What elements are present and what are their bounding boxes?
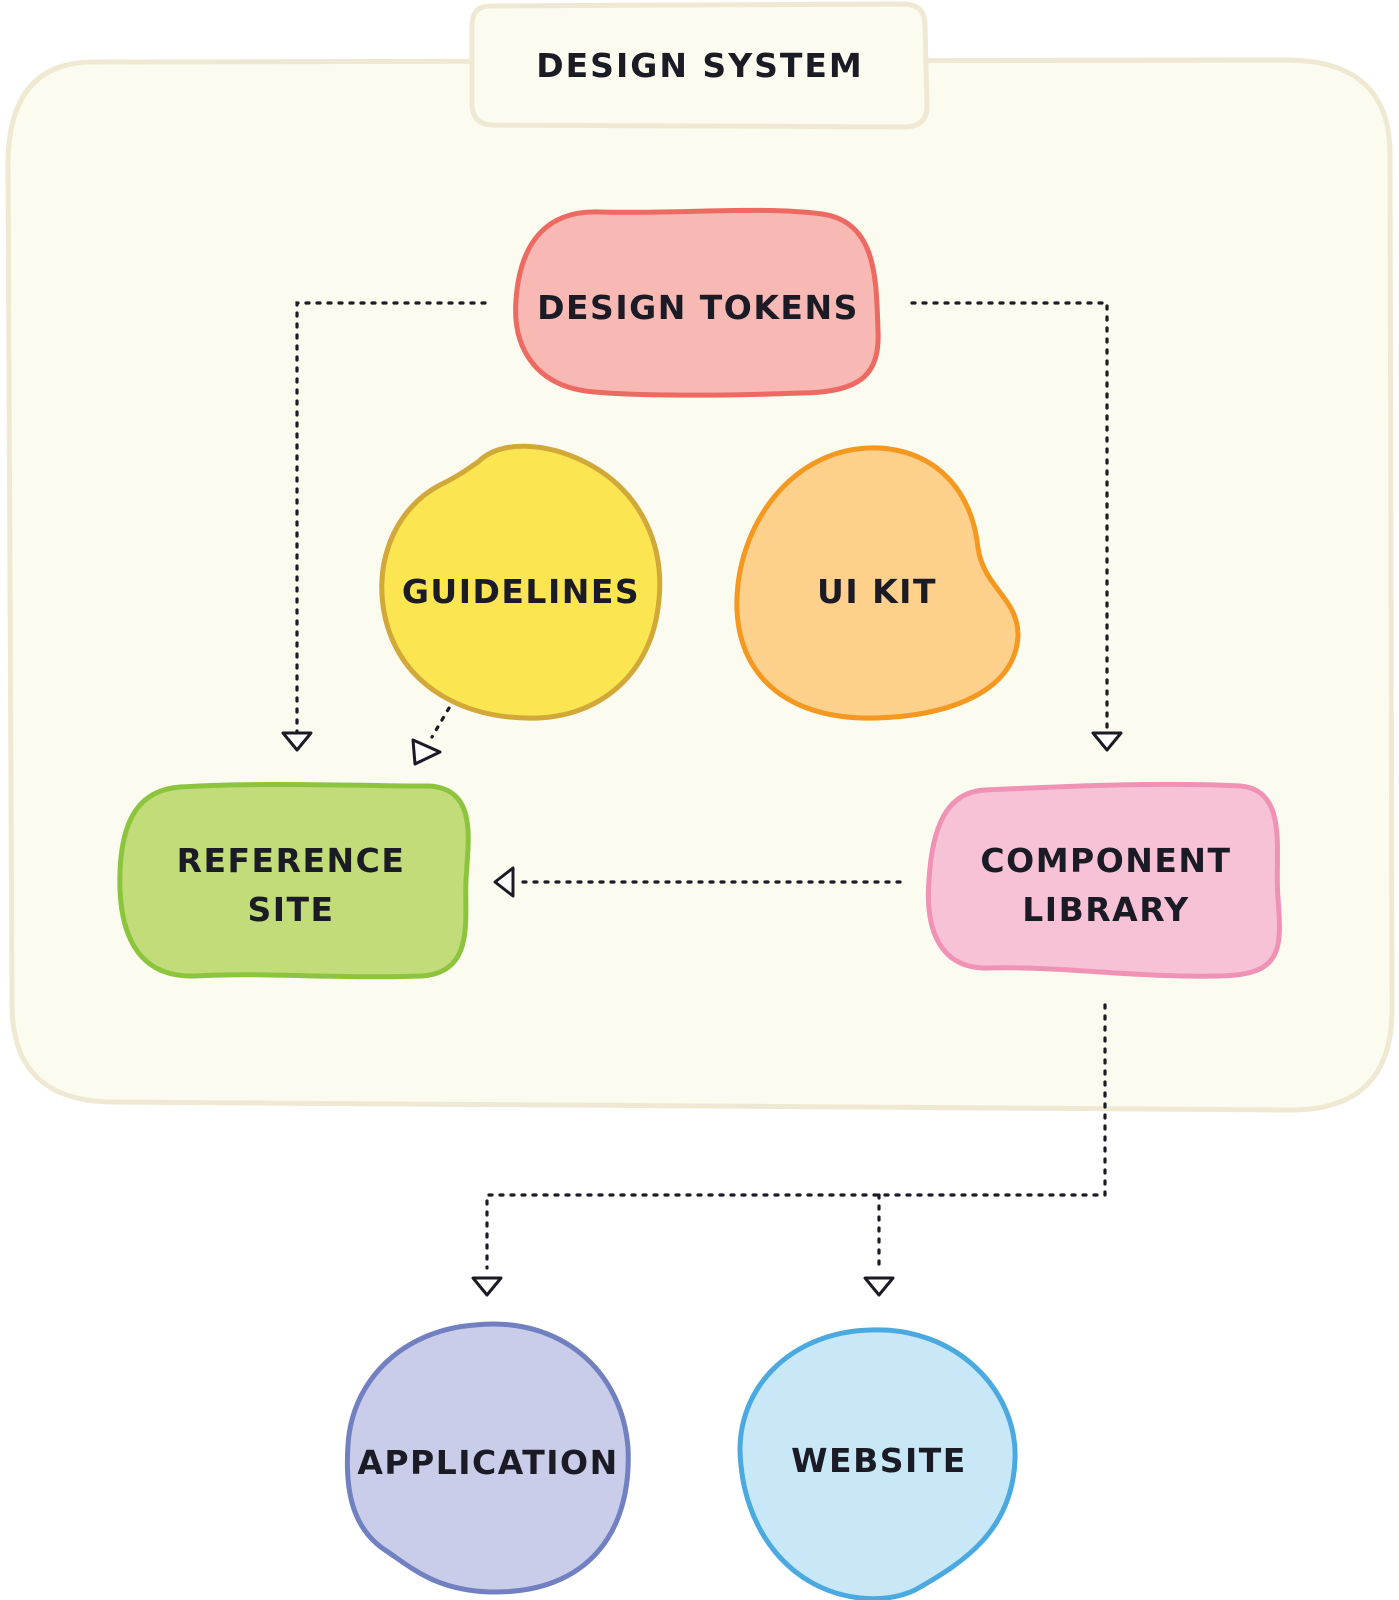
website-shape (737, 1327, 1018, 1600)
reference-site-shape (117, 781, 471, 980)
node-design-tokens: DESIGN TOKENS (513, 207, 881, 398)
connectors (281, 301, 1123, 1297)
arrowhead-reference-from-guidelines (411, 738, 442, 766)
arrowhead-reference-from-tokens (281, 731, 313, 752)
connector-tokens-to-reference (295, 301, 487, 734)
design-system-title-tab (469, 1, 930, 130)
guidelines-label: GUIDELINES (402, 572, 640, 611)
arrowhead-component-from-tokens (1091, 731, 1123, 752)
design-system-title: DESIGN SYSTEM (536, 46, 864, 85)
ui-kit-shape (734, 445, 1021, 721)
component-library-shape (925, 781, 1282, 979)
arrowhead-reference-from-component (493, 866, 515, 898)
design-tokens-label: DESIGN TOKENS (537, 288, 859, 327)
website-label: WEBSITE (791, 1441, 967, 1480)
node-website: WEBSITE (737, 1327, 1018, 1600)
connector-component-to-outputs (485, 1003, 1107, 1270)
reference-site-label-line1: REFERENCE (177, 841, 406, 880)
component-library-label-line1: COMPONENT (980, 841, 1231, 880)
reference-site-label-line2: SITE (247, 890, 334, 929)
guidelines-shape (379, 443, 663, 721)
node-component-library: COMPONENT LIBRARY (925, 781, 1282, 979)
node-guidelines: GUIDELINES (379, 443, 663, 721)
ui-kit-label: UI KIT (817, 572, 937, 611)
design-tokens-shape (513, 207, 881, 398)
node-reference-site: REFERENCE SITE (117, 781, 471, 980)
node-application: APPLICATION (344, 1321, 631, 1595)
arrowhead-application (471, 1276, 503, 1297)
connector-tokens-to-component (910, 301, 1109, 734)
component-library-label-line2: LIBRARY (1022, 890, 1189, 929)
application-label: APPLICATION (357, 1443, 618, 1482)
arrowhead-website (863, 1276, 895, 1297)
application-shape (344, 1321, 631, 1595)
node-ui-kit: UI KIT (734, 445, 1021, 721)
